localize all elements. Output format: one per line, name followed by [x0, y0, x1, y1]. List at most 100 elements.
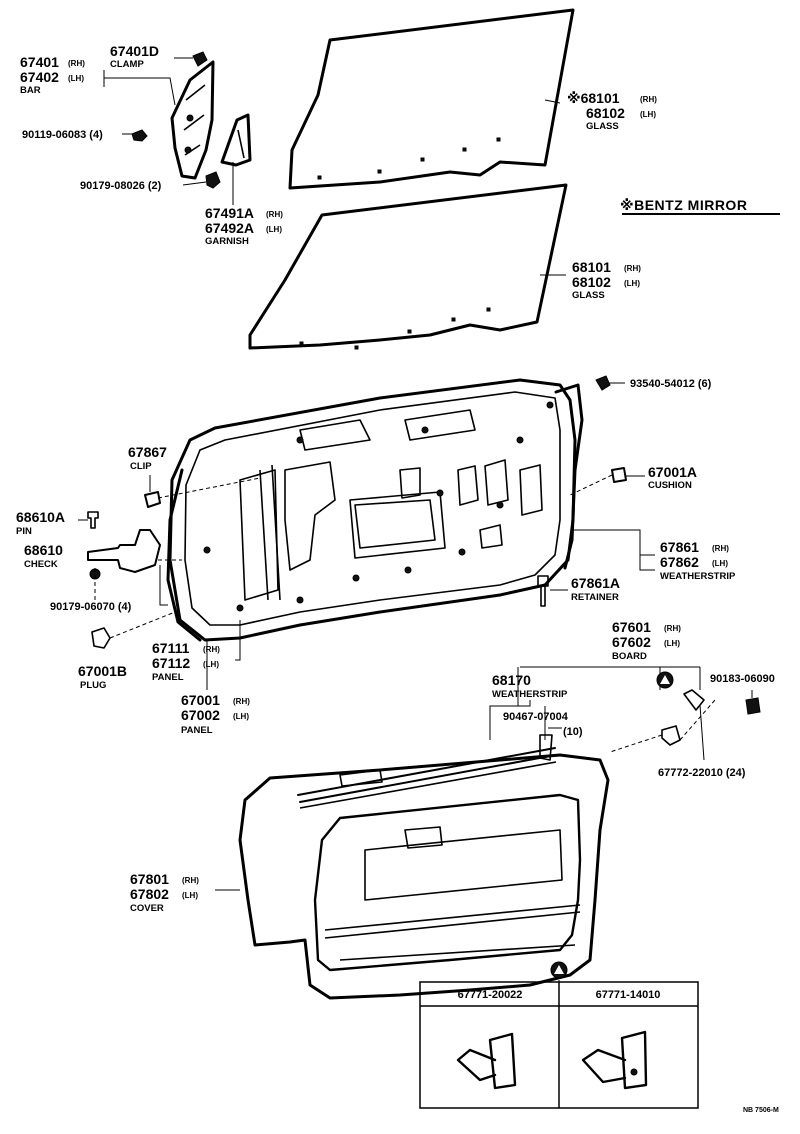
- callout-67401d: 67401D CLAMP: [110, 43, 159, 70]
- side-suffix: (RH): [233, 697, 250, 706]
- trim-cover: [238, 747, 610, 1000]
- part-number: 67802: [130, 886, 169, 902]
- clamp: [192, 51, 208, 67]
- weatherstrip-68170: [539, 734, 553, 761]
- leader-lines: [78, 57, 753, 982]
- callout-67401: 67401 (RH) 67402 (LH) BAR: [20, 54, 85, 96]
- part-number: 68102: [572, 274, 611, 290]
- garnish: [220, 113, 252, 167]
- part-number: 67112: [152, 655, 190, 671]
- part-number: 67492A: [205, 220, 254, 236]
- callout-67861a: 67861A RETAINER: [571, 575, 620, 603]
- part-number: 67491A: [205, 205, 254, 221]
- part-number: 68610A: [16, 509, 65, 525]
- callout-67001: 67001 (RH) 67002 (LH) PANEL: [181, 692, 250, 736]
- callout-67001a: 67001A CUSHION: [648, 464, 697, 491]
- part-name: GARNISH: [205, 236, 249, 247]
- part-name: PANEL: [181, 725, 213, 736]
- callout-67111: 67111 (RH) 67112 (LH) PANEL: [152, 640, 220, 683]
- callout-67491a: 67491A (RH) 67492A (LH) GARNISH: [205, 205, 283, 247]
- callout-90467: 90467-07004 (10): [503, 711, 583, 738]
- door-panel: [166, 378, 584, 642]
- callout-68101-upper: ※68101 (RH) 68102 (LH) GLASS: [567, 90, 657, 132]
- screw-93540: [595, 375, 611, 391]
- part-number: 67001: [181, 692, 220, 708]
- callout-68101-lower: 68101 (RH) 68102 (LH) GLASS: [572, 259, 641, 301]
- part-name: PLUG: [80, 680, 106, 691]
- side-suffix: (RH): [640, 95, 657, 104]
- part-number: 67002: [181, 707, 220, 723]
- part-number: 67001B: [78, 663, 127, 679]
- plug: [91, 627, 111, 649]
- side-suffix: (RH): [624, 264, 641, 273]
- screw-90179-upper: [205, 171, 221, 189]
- part-number: 90467-07004: [503, 711, 569, 723]
- part-number: 67402: [20, 69, 59, 85]
- side-suffix: (RH): [664, 624, 681, 633]
- part-name: PANEL: [152, 672, 184, 683]
- part-number: 68610: [24, 542, 63, 558]
- screw-90119: [131, 129, 148, 142]
- clip-67771-20022: [456, 1032, 517, 1090]
- inset-table: 67771-20022 67771-14010: [419, 981, 699, 1109]
- part-name: PIN: [16, 526, 32, 537]
- callout-67601: 67601 (RH) 67602 (LH) BOARD: [612, 619, 681, 662]
- callout-90179-upper: 90179-08026 (2): [80, 180, 162, 192]
- part-number: 67801: [130, 871, 169, 887]
- glass-upper: [288, 8, 575, 190]
- callout-68610a: 68610A PIN: [16, 509, 65, 537]
- retainer: [537, 575, 549, 607]
- triangle-marker-icon: [550, 961, 568, 979]
- side-suffix: (LH): [624, 279, 640, 288]
- part-number: 67001A: [648, 464, 697, 480]
- part-number: 67401D: [110, 43, 159, 59]
- board-clip: [661, 689, 705, 746]
- check: [87, 529, 161, 573]
- part-number: 67861: [660, 539, 699, 555]
- inset-header-2: 67771-14010: [596, 989, 661, 1001]
- clip-67867: [144, 491, 161, 508]
- callout-93540: 93540-54012 (6): [630, 378, 712, 390]
- side-suffix: (LH): [68, 74, 84, 83]
- side-suffix: (RH): [266, 210, 283, 219]
- callout-67801: 67801 (RH) 67802 (LH) COVER: [130, 871, 199, 914]
- clip-67771-14010: [581, 1030, 648, 1090]
- side-suffix: (LH): [182, 891, 198, 900]
- callout-67861: 67861 (RH) 67862 (LH) WEATHERSTRIP: [660, 539, 736, 582]
- callout-90119: 90119-06083 (4): [22, 129, 103, 141]
- side-suffix: (LH): [640, 110, 656, 119]
- side-suffix: (RH): [203, 645, 220, 654]
- part-name: COVER: [130, 903, 164, 914]
- callout-67867: 67867 CLIP: [128, 444, 167, 472]
- callout-90183: 90183-06090: [710, 673, 775, 685]
- bar-bracket: [170, 60, 215, 180]
- part-name: CLAMP: [110, 59, 144, 70]
- part-number: 67862: [660, 554, 699, 570]
- side-suffix: (RH): [182, 876, 199, 885]
- side-suffix: (RH): [712, 544, 729, 553]
- part-name: CLIP: [130, 461, 152, 472]
- side-suffix: (RH): [68, 59, 85, 68]
- part-number: 67601: [612, 619, 651, 635]
- callout-68170: 68170 WEATHERSTRIP: [492, 672, 568, 700]
- footer-code: NB 7506-M: [743, 1107, 779, 1114]
- note-title: ※BENTZ MIRROR: [620, 197, 747, 213]
- part-number: 68101: [572, 259, 611, 275]
- side-suffix: (LH): [266, 225, 282, 234]
- cushion: [611, 467, 627, 483]
- side-suffix: (LH): [233, 712, 249, 721]
- bentz-mirror-note: ※BENTZ MIRROR: [620, 197, 780, 215]
- part-name: GLASS: [572, 290, 605, 301]
- pin: [87, 511, 99, 529]
- side-suffix: (LH): [712, 559, 728, 568]
- callout-68610: 68610 CHECK: [24, 542, 63, 570]
- part-number: 67867: [128, 444, 167, 460]
- inset-header-1: 67771-20022: [458, 989, 523, 1001]
- part-number: 67861A: [571, 575, 620, 591]
- part-name: RETAINER: [571, 592, 619, 603]
- part-number: 67602: [612, 634, 651, 650]
- part-name: BOARD: [612, 651, 647, 662]
- part-number: 67401: [20, 54, 59, 70]
- part-name: WEATHERSTRIP: [660, 571, 736, 582]
